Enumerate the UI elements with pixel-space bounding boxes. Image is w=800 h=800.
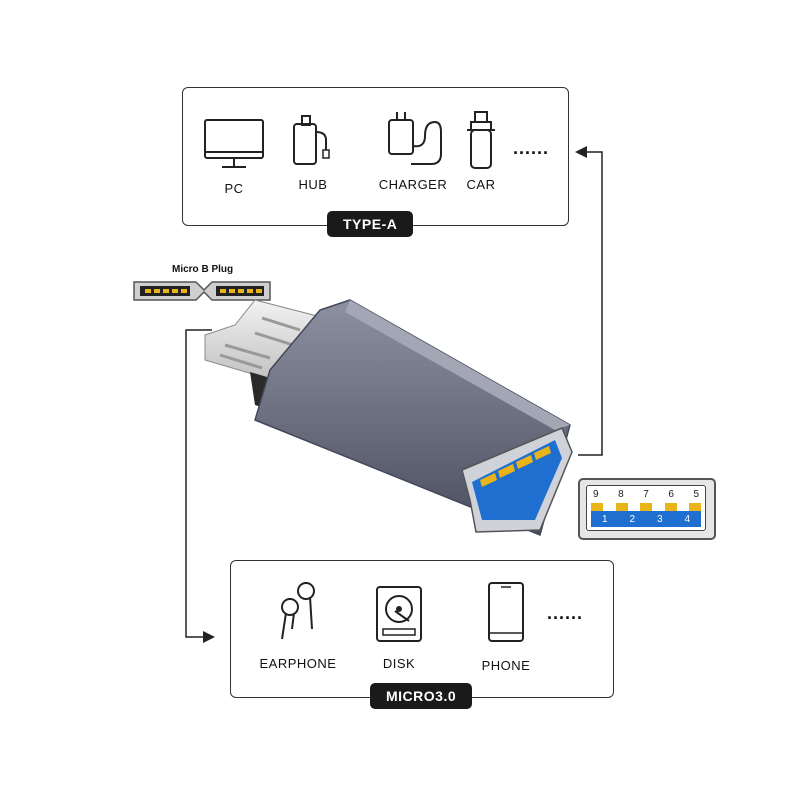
micro-b-plug-label: Micro B Plug xyxy=(172,264,234,275)
usb-a-pinout: 9 8 7 6 5 1 2 3 4 xyxy=(578,478,716,540)
type-a-item-label: CHARGER xyxy=(378,177,448,192)
earphone-icon xyxy=(281,582,315,640)
type-a-item-label: HUB xyxy=(298,177,328,192)
type-a-tag: TYPE-A xyxy=(327,211,414,237)
type-a-item-label: CAR xyxy=(466,177,496,192)
usb-pin-contact xyxy=(591,503,603,511)
usb-pin-label: 6 xyxy=(668,489,674,500)
type-a-item-car: CAR xyxy=(456,108,506,192)
usb-pin-label: 3 xyxy=(656,513,663,525)
car-charger-icon xyxy=(467,111,495,169)
arrow-to-micro xyxy=(185,329,215,643)
type-a-more-dots: ...... xyxy=(513,138,550,158)
arrow-to-type-a xyxy=(575,146,603,456)
phone-icon xyxy=(488,582,524,642)
usb-pin-contact xyxy=(615,503,628,511)
usb-pin-label: 1 xyxy=(601,513,608,525)
disk-icon xyxy=(376,586,422,642)
usb-a-blue-tongue: 1 2 3 4 xyxy=(591,511,701,527)
type-a-item-label: PC xyxy=(224,181,244,196)
micro-more-dots: ...... xyxy=(547,603,584,623)
usb-pin-contact xyxy=(640,503,652,511)
usb-pin-label: 2 xyxy=(629,513,636,525)
micro-device-box: EARPHONE DISK PHONE ...... xyxy=(230,560,614,698)
usb-pin-label: 5 xyxy=(693,489,699,500)
micro-item-earphone: EARPHONE xyxy=(253,579,343,671)
hub-icon xyxy=(293,115,330,165)
usb-a-top-pins: 9 8 7 6 5 xyxy=(593,489,699,500)
usb-a-pin-strip xyxy=(591,503,701,511)
micro-item-label: DISK xyxy=(382,656,416,671)
micro-item-label: EARPHONE xyxy=(259,656,337,671)
type-a-device-box: PC HUB CHARGER CAR ...... xyxy=(182,87,569,226)
micro-item-phone: PHONE xyxy=(471,581,541,673)
type-a-item-charger: CHARGER xyxy=(373,108,453,192)
micro-item-label: PHONE xyxy=(481,658,531,673)
micro-tag: MICRO3.0 xyxy=(370,683,473,709)
usb-pin-contact xyxy=(664,503,677,511)
monitor-icon xyxy=(204,119,264,168)
usb-pin-label: 4 xyxy=(684,513,691,525)
usb-a-pinout-inner: 9 8 7 6 5 1 2 3 4 xyxy=(586,485,706,531)
usb-pin-label: 8 xyxy=(618,489,624,500)
micro-item-disk: DISK xyxy=(369,583,429,671)
charger-icon xyxy=(388,112,442,165)
usb-pin-label: 7 xyxy=(643,489,649,500)
type-a-item-hub: HUB xyxy=(283,110,343,192)
usb-pin-label: 9 xyxy=(593,489,599,500)
type-a-item-pc: PC xyxy=(198,116,270,196)
usb-pin-contact xyxy=(689,503,701,511)
